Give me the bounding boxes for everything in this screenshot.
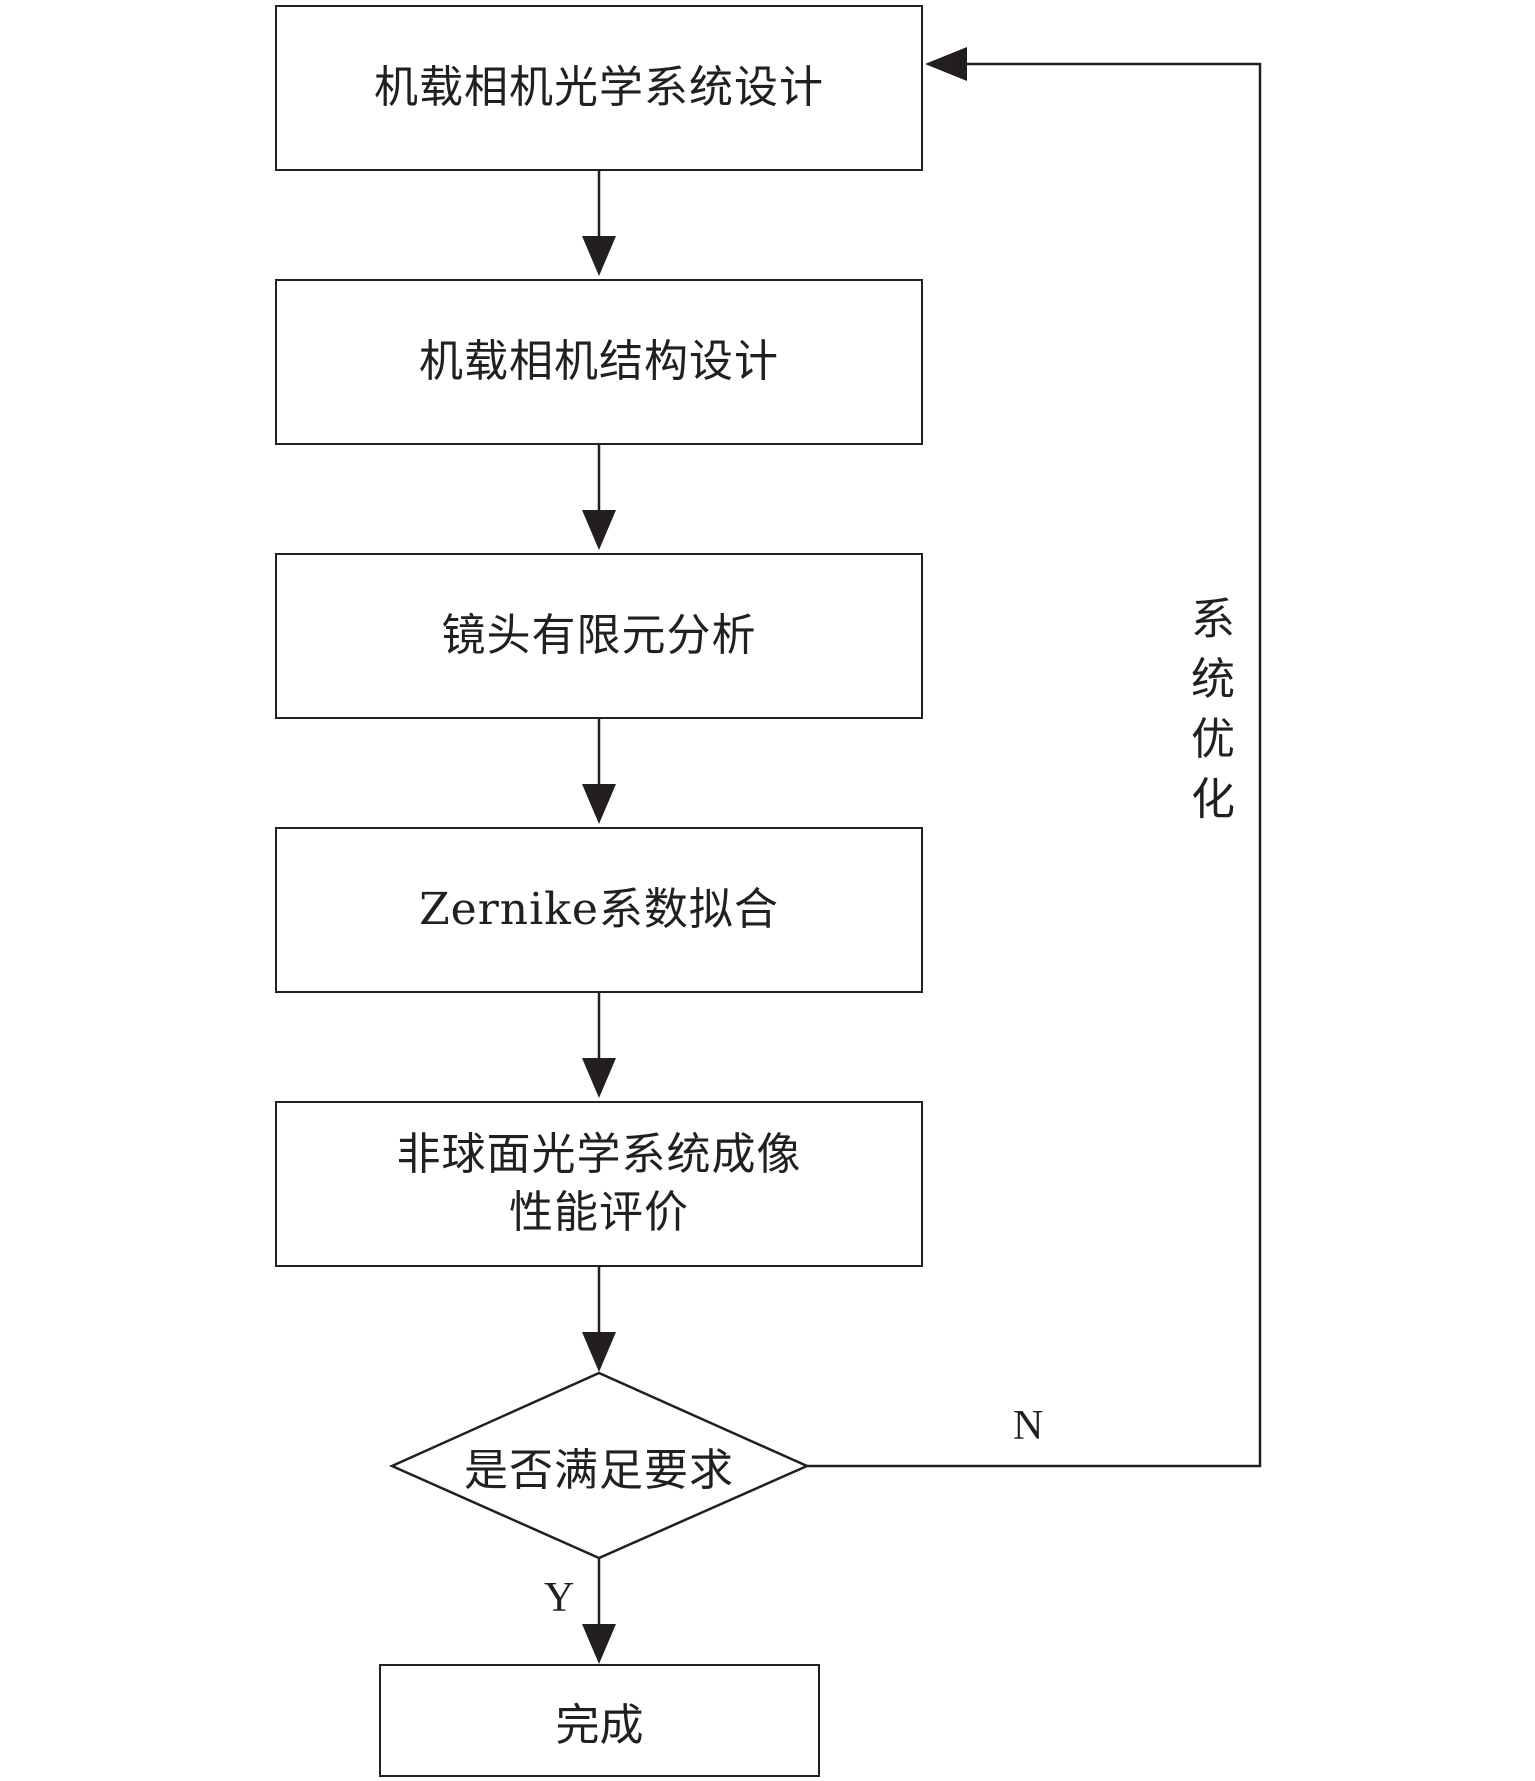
step-fea: 镜头有限元分析 (275, 553, 923, 719)
loop-back-connector (807, 47, 1262, 1468)
loop-label-char-3: 优 (1191, 714, 1235, 765)
step-zernike-fit: Zernike系数拟合 (275, 827, 923, 993)
step-imaging-evaluation-line2: 性能评价 (509, 1187, 689, 1238)
loop-label-char-2: 统 (1191, 654, 1235, 705)
step-imaging-evaluation-text: 非球面光学系统成像 性能评价 (397, 1126, 802, 1242)
loop-label-char-1: 系 (1191, 594, 1235, 645)
branch-label-yes: Y (544, 1575, 575, 1621)
arrow-decision-to-done (582, 1558, 616, 1664)
step-optical-design-label: 机载相机光学系统设计 (374, 62, 824, 113)
step-structure-design-label: 机载相机结构设计 (419, 336, 779, 387)
step-structure-design: 机载相机结构设计 (275, 279, 923, 445)
step-imaging-evaluation: 非球面光学系统成像 性能评价 (275, 1101, 923, 1267)
step-imaging-evaluation-line1: 非球面光学系统成像 (396, 1129, 802, 1180)
branch-label-no: N (1013, 1403, 1044, 1449)
step-fea-label: 镜头有限元分析 (441, 610, 757, 661)
arrow-step3-to-step4 (582, 719, 616, 824)
loop-label: 系 统 优 化 (1185, 590, 1241, 830)
end-label: 完成 (555, 1699, 644, 1751)
step-optical-design: 机载相机光学系统设计 (275, 5, 923, 171)
arrow-step5-to-decision (582, 1265, 616, 1372)
arrow-step4-to-step5 (582, 993, 616, 1098)
arrow-step2-to-step3 (582, 445, 616, 550)
end-box: 完成 (379, 1664, 820, 1777)
decision-label: 是否满足要求 (464, 1445, 734, 1496)
arrow-step1-to-step2 (582, 171, 616, 276)
loop-label-char-4: 化 (1191, 774, 1235, 825)
step-zernike-fit-label: Zernike系数拟合 (419, 884, 779, 935)
